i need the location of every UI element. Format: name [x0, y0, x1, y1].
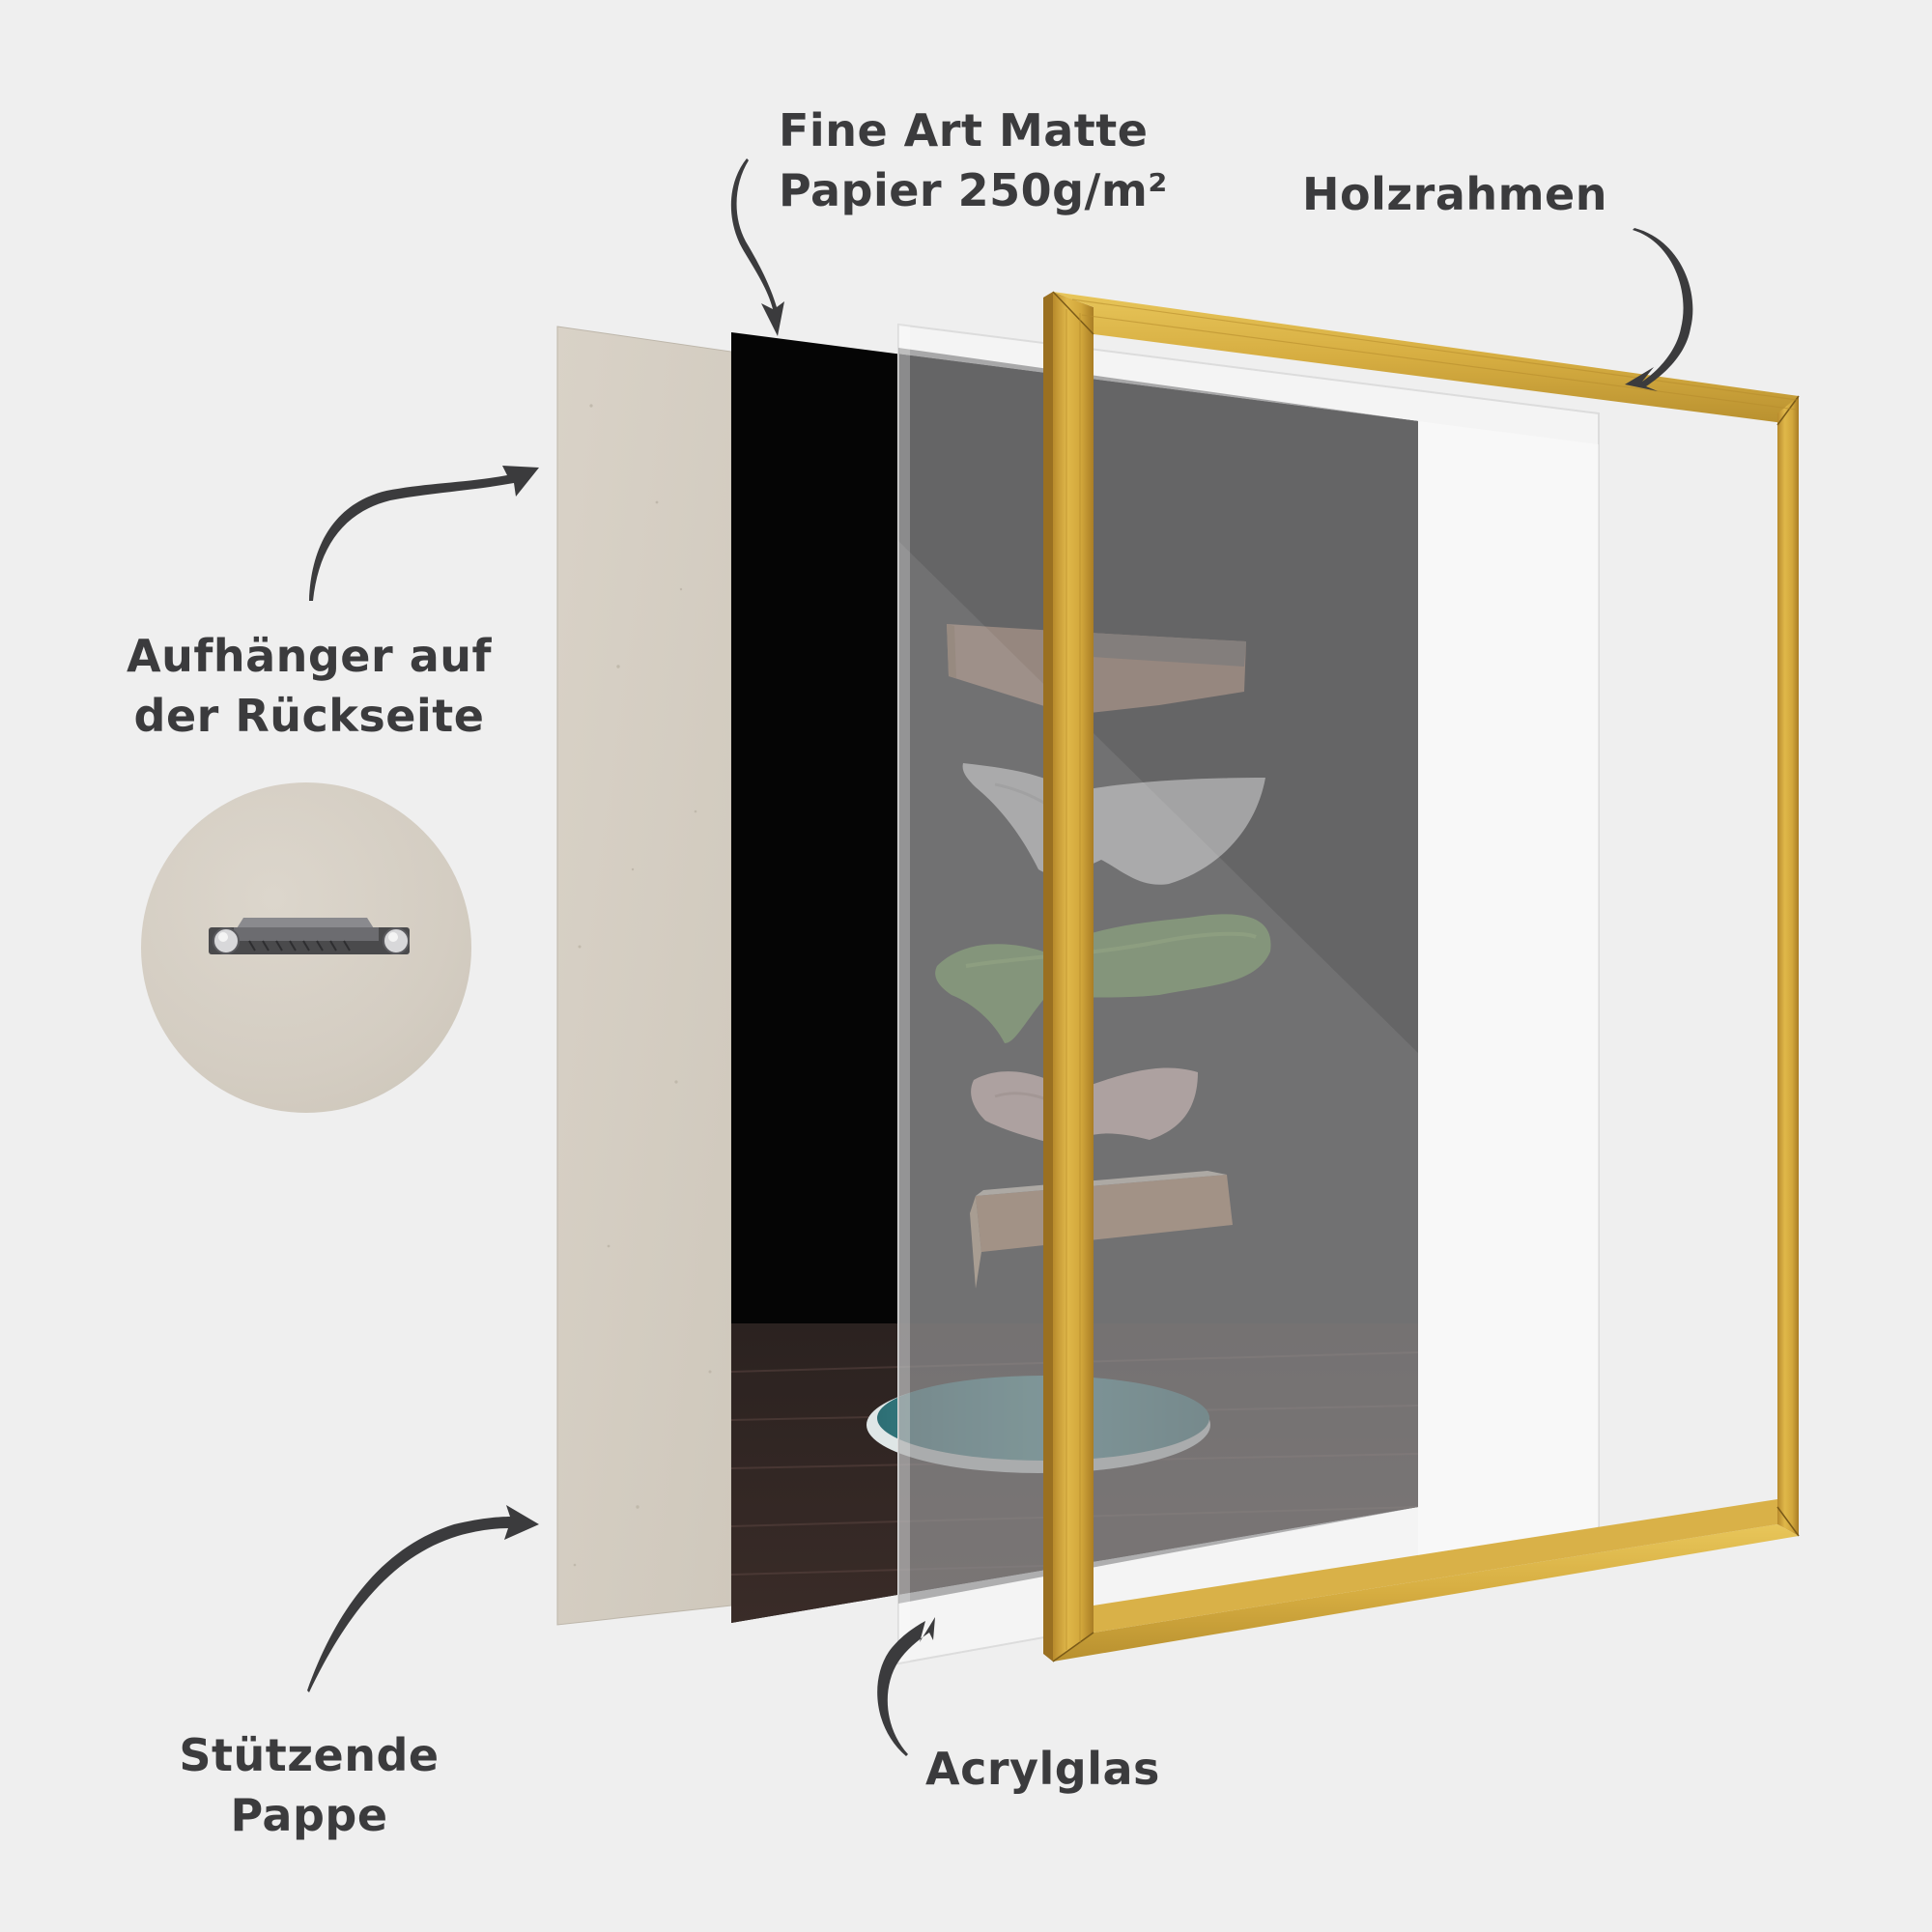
arrow-icon-cardboard	[307, 1505, 539, 1692]
label-acrylic-glass-line1: Acrylglas	[925, 1743, 1160, 1795]
label-fine-art-paper-line2: Papier 250g/m²	[779, 164, 1168, 216]
arrow-icon-hanger	[309, 466, 539, 601]
cardboard-backing-layer	[556, 326, 732, 1626]
label-acrylic-glass: Acrylglas	[925, 1739, 1160, 1799]
label-fine-art-paper: Fine Art Matte Papier 250g/m²	[779, 100, 1168, 220]
label-hanger-line2: der Rückseite	[133, 690, 485, 742]
label-wood-frame-line1: Holzrahmen	[1302, 168, 1607, 220]
hanger-detail-inset	[141, 782, 471, 1113]
arrow-icon-frame	[1625, 228, 1693, 391]
label-wood-frame: Holzrahmen	[1302, 164, 1607, 224]
label-hanger: Aufhänger auf der Rückseite	[106, 626, 512, 746]
label-support-board: Stützende Pappe	[155, 1725, 464, 1845]
sawtooth-hanger-icon	[209, 918, 410, 954]
label-hanger-line1: Aufhänger auf	[126, 630, 493, 682]
label-support-board-line2: Pappe	[230, 1789, 388, 1841]
label-support-board-line1: Stützende	[179, 1729, 440, 1781]
arrow-icon-acrylic	[877, 1617, 935, 1756]
label-fine-art-paper-line1: Fine Art Matte	[779, 104, 1149, 156]
wood-frame-layer	[1043, 291, 1800, 1662]
arrow-icon-paper	[730, 158, 784, 336]
